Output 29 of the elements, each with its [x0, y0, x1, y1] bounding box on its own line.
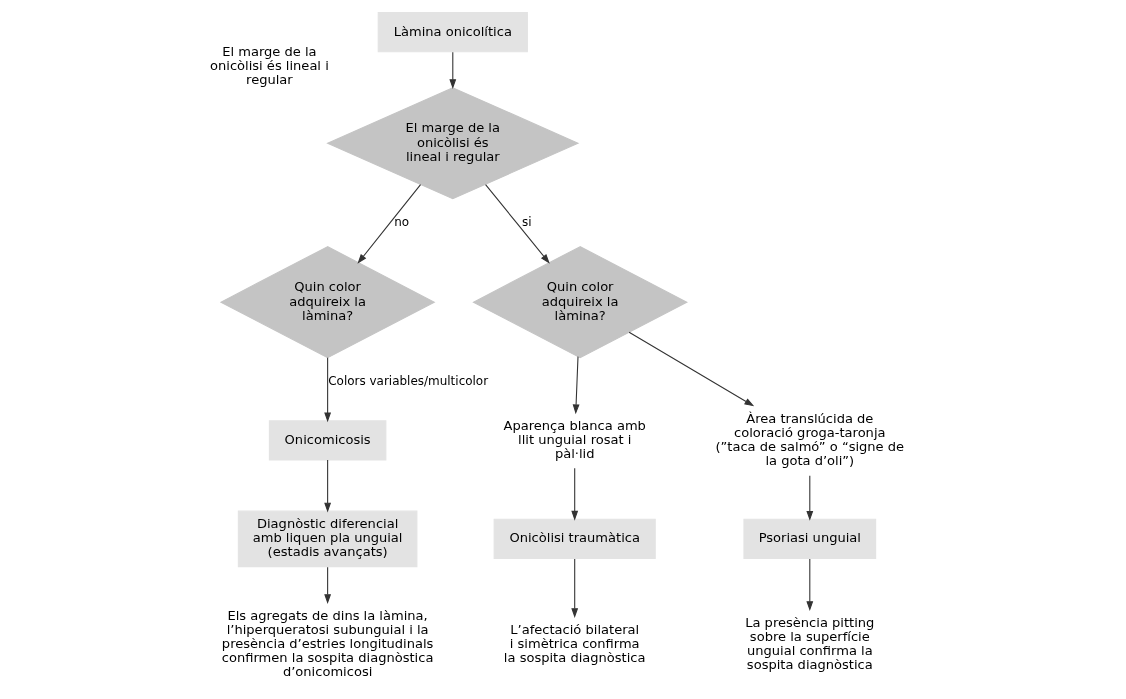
arrow: [628, 331, 755, 407]
arrow: [485, 184, 550, 264]
edge-label: Colors variables/multicolor: [328, 373, 489, 388]
arrow: [571, 558, 579, 618]
node-text: Aparença blanca amb llit unguial rosat i pàl·lid: [503, 417, 646, 461]
node-box: Diagnòstic diferencial amb liquen pla unguial (estadis avançats): [237, 510, 418, 568]
edge-label: no: [394, 214, 410, 229]
node-box: Onicòlisi traumàtica: [493, 518, 656, 560]
arrow: [324, 459, 332, 513]
node-text: La presència pitting sobre la superfície unguial confirma la sospita diagnòstica: [745, 614, 875, 673]
node-diamond: Quin color adquireix la làmina?: [472, 246, 688, 359]
arrow: [449, 51, 457, 90]
arrow: [806, 475, 814, 521]
node-diamond: El marge de la onicòlisi és lineal i regular: [326, 87, 580, 200]
node-label: El marge de la onicòlisi és lineal i regular: [210, 43, 329, 88]
node-text: L’afectació bilateral i simètrica confirma la sospita diagnòstica: [503, 621, 646, 665]
arrow: [357, 184, 422, 264]
arrow: [806, 558, 814, 612]
arrow: [572, 356, 580, 415]
edge-label: si: [522, 214, 532, 229]
arrow: [324, 357, 332, 423]
node-box: Onicomicosis: [268, 420, 387, 461]
node-box: Psoriasi unguial: [743, 518, 877, 560]
node-box: Làmina onicolítica: [377, 12, 528, 53]
arrow: [324, 566, 332, 605]
node-text: Àrea translúcida de coloració groga-taronja (”taca de salmó” o “signe de la gota d’oli”): [715, 410, 905, 468]
node-text: Els agregats de dins la làmina, l’hiperqueratosi subunguial i la presència d’estries longitudinals confirmen la sospita diagnòstica d’onicomicosi: [221, 607, 434, 680]
node-diamond: Quin color adquireix la làmina?: [219, 246, 436, 359]
arrow: [571, 467, 579, 521]
